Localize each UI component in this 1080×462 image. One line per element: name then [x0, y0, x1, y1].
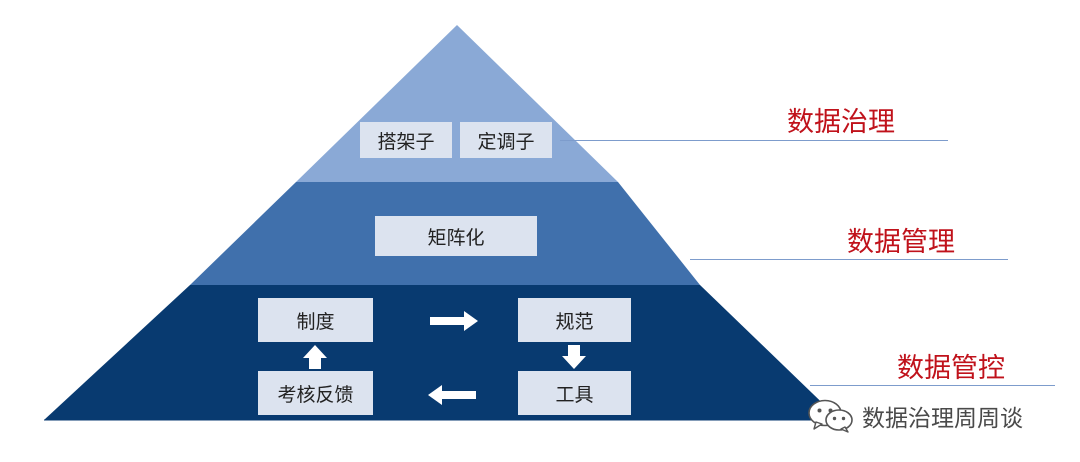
label-data-control: 数据管控	[897, 353, 1005, 384]
watermark-text: 数据治理周周谈	[862, 406, 1023, 432]
box-set-tone: 定调子	[460, 122, 552, 158]
arrow-right-icon	[430, 311, 478, 331]
box-tools: 工具	[518, 371, 631, 415]
arrow-down-icon	[562, 345, 586, 369]
pyramid-tier-top	[296, 25, 618, 182]
arrow-up-icon	[303, 345, 327, 369]
label-line-management	[690, 259, 1008, 260]
box-matrix: 矩阵化	[375, 216, 537, 256]
label-line-governance	[560, 140, 948, 141]
wechat-icon	[808, 399, 853, 433]
box-assessment-feedback: 考核反馈	[258, 371, 373, 415]
arrow-left-icon	[428, 385, 476, 405]
box-system: 制度	[258, 298, 373, 342]
box-standard: 规范	[518, 298, 631, 342]
box-build-framework: 搭架子	[360, 122, 452, 158]
pyramid-tier-bottom	[44, 285, 840, 420]
label-line-control	[810, 385, 1055, 386]
label-data-management: 数据管理	[847, 227, 955, 258]
label-data-governance: 数据治理	[787, 107, 895, 138]
watermark: 数据治理周周谈	[808, 396, 1023, 436]
